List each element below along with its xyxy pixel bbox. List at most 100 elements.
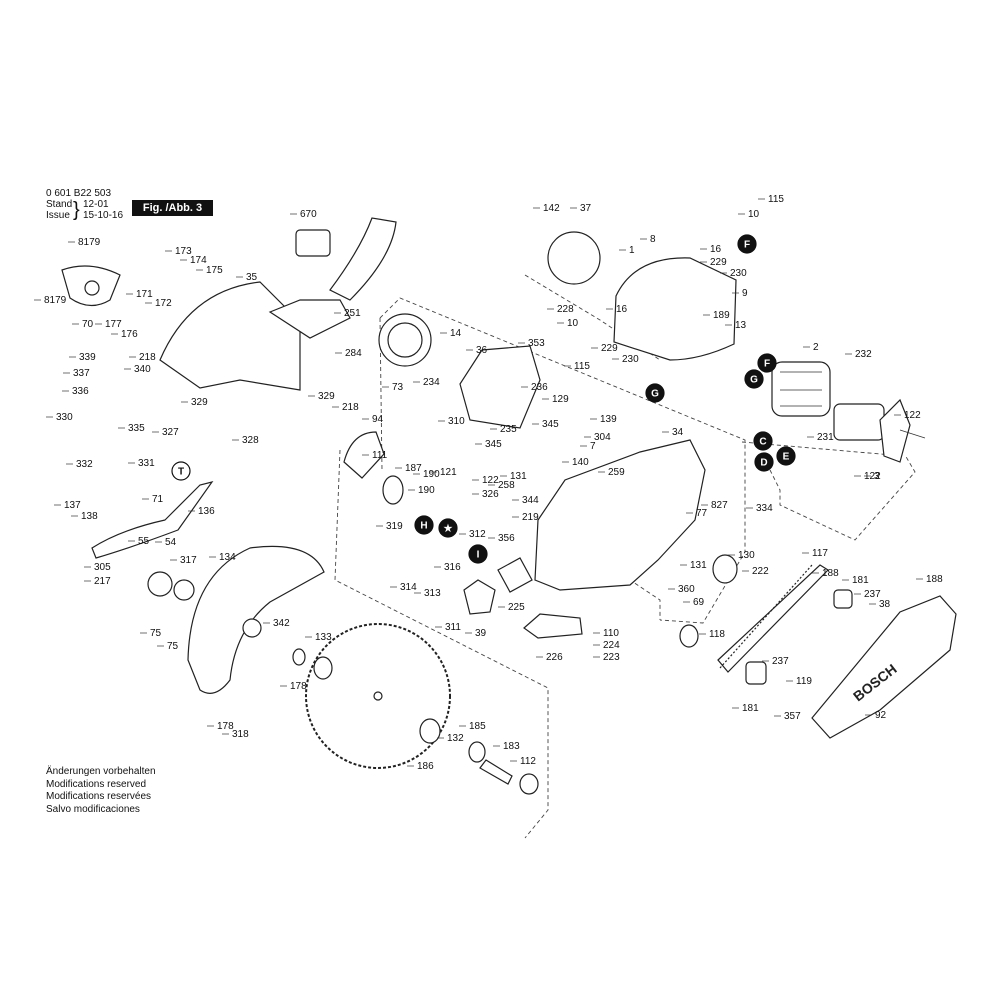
part-number-label: 16 — [616, 304, 628, 315]
part-number-label: 71 — [152, 494, 164, 505]
part-number-label: 259 — [608, 467, 625, 478]
callout-letter: ★ — [444, 524, 453, 535]
part-number-label: 122 — [904, 410, 921, 421]
part-number-label: 186 — [417, 761, 434, 772]
part-number-label: 110 — [603, 628, 619, 639]
part-number-label: 339 — [79, 352, 96, 363]
leader-lines — [34, 198, 923, 767]
part-number-label: 226 — [546, 652, 563, 663]
part-number-label: 138 — [81, 511, 98, 522]
part-number-label: 175 — [206, 265, 223, 276]
callout-circle — [776, 446, 796, 466]
part-number-label: 340 — [134, 364, 151, 375]
part-number-label: 38 — [879, 599, 891, 610]
callout-letter: E — [783, 452, 790, 463]
part-number-label: 319 — [386, 521, 403, 532]
part-number-label: 312 — [469, 529, 486, 540]
gear-housing — [534, 439, 706, 591]
part-number-label: 75 — [150, 628, 162, 639]
part-number-label: 171 — [136, 289, 153, 300]
part-number-label: 16 — [710, 244, 722, 255]
part-number-label: 37 — [580, 203, 592, 214]
part-number-label: 360 — [678, 584, 695, 595]
part-number-label: 219 — [522, 512, 539, 523]
part-number-label: 331 — [138, 458, 155, 469]
part-number-label: 311 — [445, 622, 461, 633]
part-number-label: 251 — [344, 308, 361, 319]
handle — [523, 613, 583, 639]
seal-223 — [679, 624, 699, 648]
issue-date: 15-10-16 — [83, 210, 124, 221]
part-number-label: 130 — [738, 550, 755, 561]
part-number-label: 183 — [503, 741, 520, 752]
stand-label: Stand — [46, 199, 73, 210]
callout-circle — [757, 353, 777, 373]
issue-label: Issue — [46, 210, 70, 221]
saw-blade-icon — [305, 623, 451, 769]
part-number-label: 335 — [128, 423, 145, 434]
part-number-label: 181 — [852, 575, 869, 586]
part-number-label: 326 — [482, 489, 499, 500]
part-number-label: 329 — [318, 391, 335, 402]
part-number-label: 228 — [557, 304, 574, 315]
part-number-label: 284 — [345, 348, 362, 359]
part-number-label: 10 — [567, 318, 579, 329]
washer-55 — [147, 571, 173, 597]
part-number-label: 172 — [155, 298, 172, 309]
disc-131 — [712, 554, 738, 584]
part-number-label: 217 — [94, 576, 111, 587]
callout-circle — [468, 544, 488, 564]
part-number-label: 122 — [864, 471, 881, 482]
part-number-label: 131 — [690, 560, 707, 571]
spindle-112 — [479, 759, 513, 785]
part-number-label: 190 — [418, 485, 435, 496]
note-line: Änderungen vorbehalten — [46, 766, 156, 777]
latch-313 — [497, 557, 533, 593]
lever — [91, 481, 214, 559]
part-number-label: 190 — [423, 469, 440, 480]
part-number-label: 231 — [817, 432, 834, 443]
callout-letter: G — [750, 375, 758, 386]
part-number-label: 316 — [444, 562, 461, 573]
drive-belt-icon — [717, 564, 829, 673]
part-number-label: 94 — [372, 414, 384, 425]
part-number-label: 73 — [392, 382, 404, 393]
dust-bag-icon — [295, 217, 397, 301]
part-number-label: 187 — [405, 463, 422, 474]
part-number-label: 77 — [696, 508, 708, 519]
part-number-label: 115 — [574, 361, 590, 372]
part-number-label: 7 — [590, 441, 596, 452]
part-number-label: 356 — [498, 533, 515, 544]
part-number-label: 174 — [190, 255, 207, 266]
part-number-label: 230 — [622, 354, 639, 365]
bearing-flange — [459, 345, 541, 429]
motor-housing — [613, 257, 737, 361]
lower-guard — [187, 545, 325, 694]
part-number-label: 337 — [73, 368, 90, 379]
part-number-label: 336 — [72, 386, 89, 397]
part-number-label: 39 — [475, 628, 487, 639]
part-number-label: 232 — [855, 349, 872, 360]
callout-circle — [754, 452, 774, 472]
part-number-label: 9 — [742, 288, 748, 299]
part-number-label: 345 — [542, 419, 559, 430]
part-number-label: 318 — [232, 729, 249, 740]
part-number-label: 3 — [874, 471, 880, 482]
part-number-label: 304 — [594, 432, 611, 443]
part-number-label: 222 — [752, 566, 769, 577]
part-number-label: 140 — [572, 457, 589, 468]
callout-circle — [414, 515, 434, 535]
part-number-label: 8179 — [44, 295, 67, 306]
washer-133 — [292, 648, 306, 666]
part-number-label: 314 — [400, 582, 417, 593]
part-number-label: 10 — [748, 209, 760, 220]
callout-circle — [753, 431, 773, 451]
part-number-label: 230 — [730, 268, 747, 279]
part-number-label: 305 — [94, 562, 111, 573]
part-number-label: 345 — [485, 439, 502, 450]
note-line: Salvo modificaciones — [46, 803, 140, 815]
part-number-label: 132 — [447, 733, 464, 744]
callout-circle — [744, 369, 764, 389]
part-number-label: 225 — [508, 602, 525, 613]
